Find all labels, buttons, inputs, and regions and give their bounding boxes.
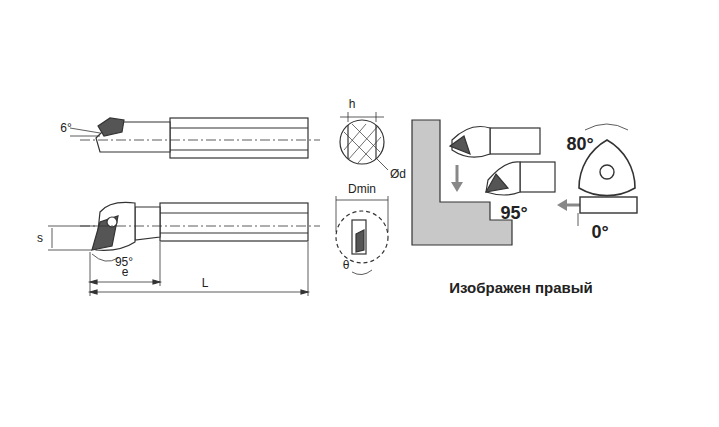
dimension-label: L: [202, 277, 209, 289]
dimension-label: Ød: [390, 168, 406, 180]
dimension-label: Dmin: [348, 183, 376, 195]
dimension-label: 0°: [591, 223, 608, 241]
dimension-label: Изображен правый: [449, 280, 593, 295]
dimension-label: s: [37, 232, 43, 244]
dimension-label: 95°: [500, 204, 527, 222]
dimension-label: e: [122, 266, 129, 278]
dimension-label: h: [349, 98, 356, 110]
dimension-label: 80°: [566, 135, 593, 153]
dimension-label: θ: [343, 259, 350, 271]
dimension-label: 6°: [60, 122, 71, 134]
